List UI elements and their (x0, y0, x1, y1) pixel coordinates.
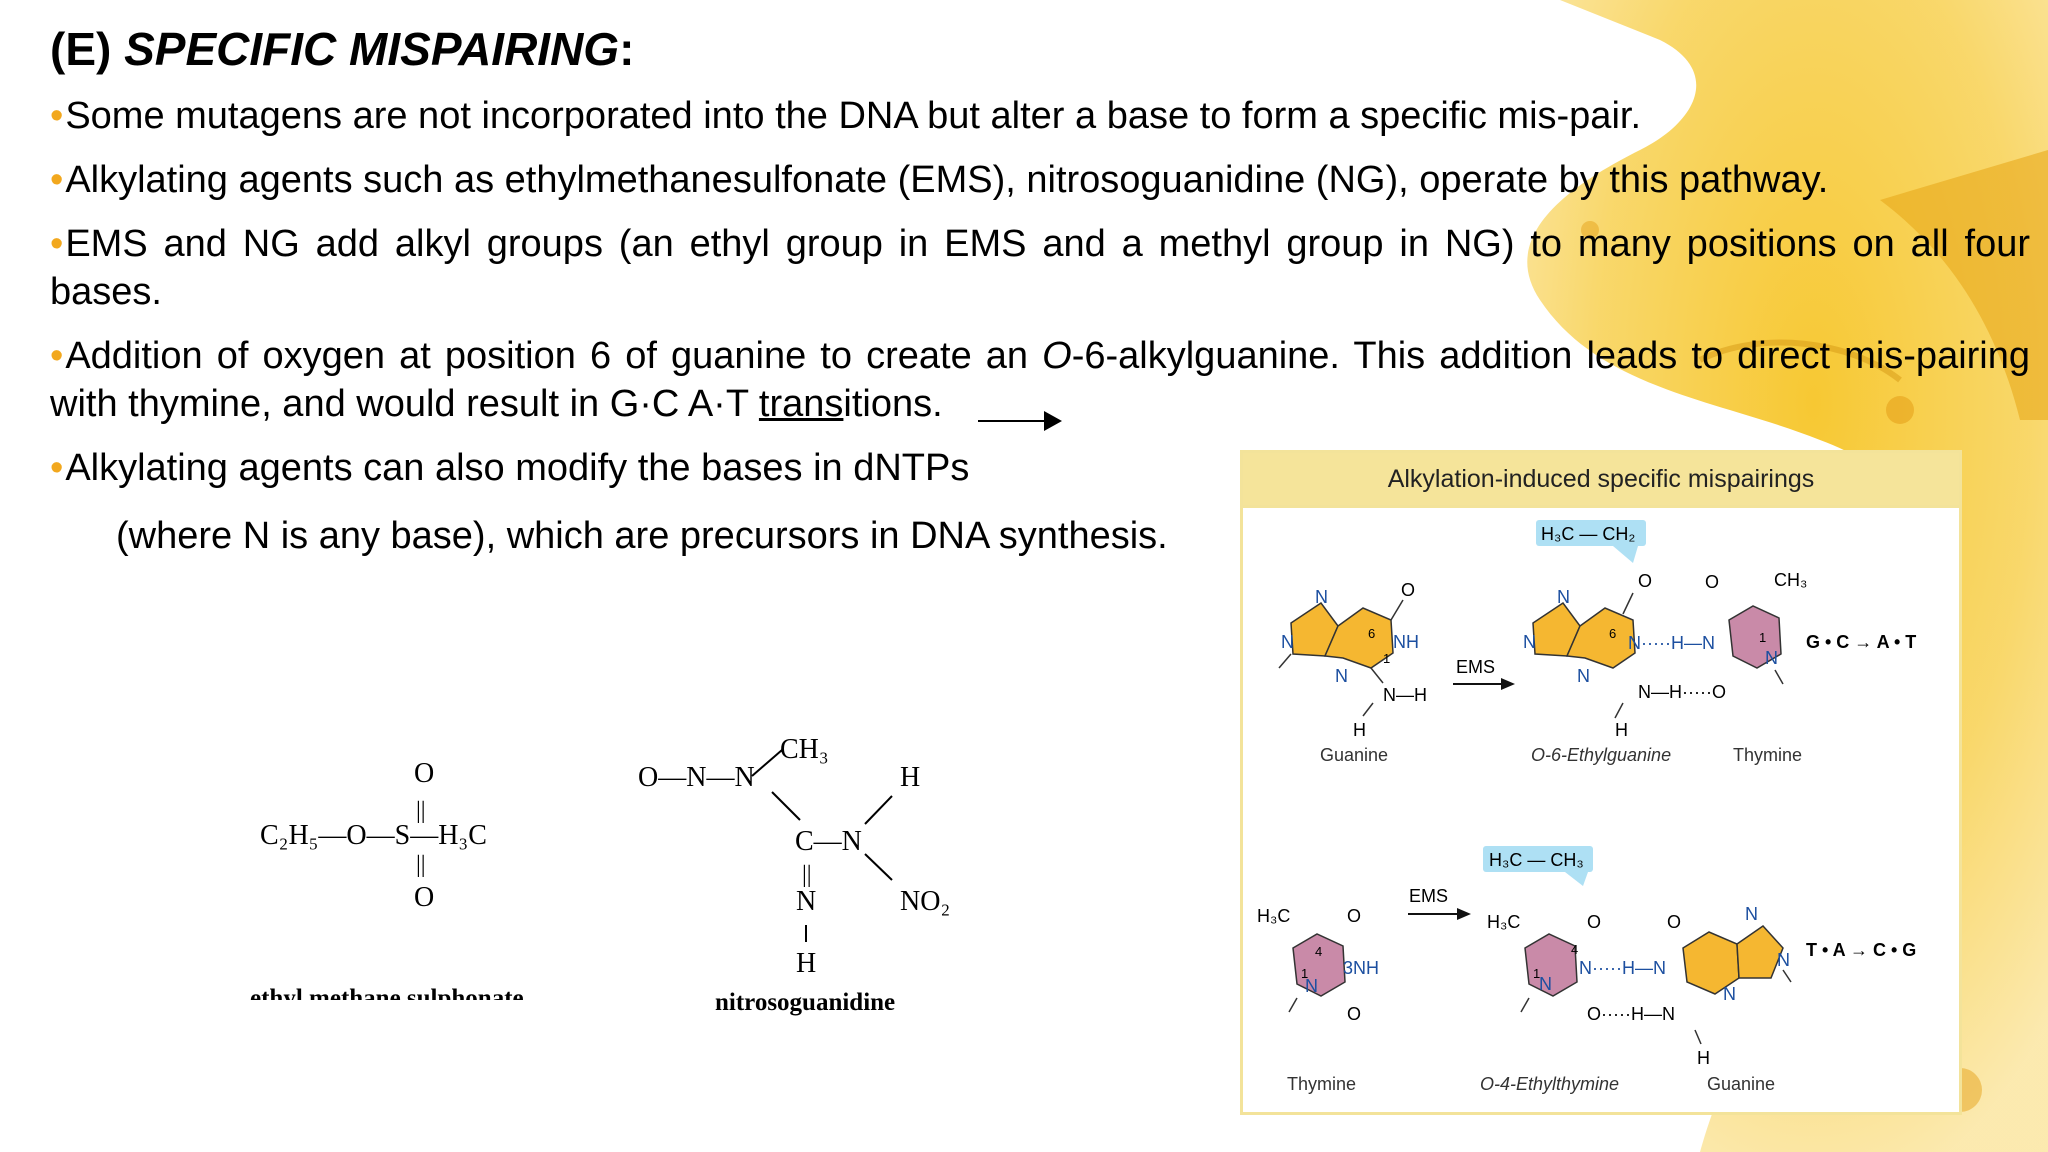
svg-text:6: 6 (1368, 626, 1375, 641)
svg-text:6: 6 (1609, 626, 1616, 641)
svg-text:O-6-Ethylguanine: O-6-Ethylguanine (1531, 745, 1671, 765)
svg-text:N: N (1539, 974, 1552, 994)
svg-text:N: N (1315, 587, 1328, 607)
svg-text:NO₂: NO₂ (900, 886, 950, 917)
bullet-2: •Alkylating agents such as ethylmethanes… (50, 159, 1829, 201)
svg-text:H₃C — CH₃: H₃C — CH₃ (1489, 850, 1584, 870)
guanine-bottom: O N N N H T • A → C • G Guanine (1667, 904, 1916, 1094)
svg-text:O: O (1667, 912, 1681, 932)
bullet-3: •EMS and NG add alkyl groups (an ethyl g… (50, 223, 2030, 313)
svg-text:NH: NH (1393, 632, 1419, 652)
svg-text:N: N (1723, 984, 1736, 1004)
svg-text:EMS: EMS (1456, 657, 1495, 677)
slide-title: (E) SPECIFIC MISPAIRING: (50, 23, 635, 75)
svg-text:C—N: C—N (795, 826, 862, 857)
bullet-5-continuation: (where N is any base), which are precurs… (116, 515, 1168, 557)
ng-caption: nitrosoguanidine (715, 989, 895, 1016)
svg-text:N: N (1557, 587, 1570, 607)
svg-text:4: 4 (1571, 942, 1578, 957)
svg-text:N: N (1335, 666, 1348, 686)
o4-ethylthymine: H₃C — CH₃ H₃C O 4 N·····H—N N 1 O·····H—… (1480, 846, 1675, 1094)
svg-text:N: N (796, 886, 816, 917)
svg-text:O·····H—N: O·····H—N (1587, 1004, 1675, 1024)
o6-ethylguanine: H₃C — CH₂ O N N N 6 N·····H—N N—H·····O … (1523, 520, 1726, 740)
svg-text:Guanine: Guanine (1320, 745, 1388, 765)
svg-text:O: O (1347, 906, 1361, 926)
svg-text:O: O (414, 882, 434, 913)
svg-text:H₃C: H₃C (1257, 906, 1290, 926)
thymine-bottom: H₃C O 4 3NH N 1 O Thymine (1257, 906, 1379, 1094)
svg-text:EMS: EMS (1409, 886, 1448, 906)
svg-text:N: N (1523, 632, 1536, 652)
svg-text:||: || (416, 798, 426, 824)
transition-arrow-icon (978, 411, 1062, 431)
svg-text:1: 1 (1533, 966, 1540, 981)
svg-text:T • A → C • G: T • A → C • G (1806, 940, 1916, 960)
svg-text:O: O (1587, 912, 1601, 932)
svg-text:N: N (1577, 666, 1590, 686)
svg-text:H: H (1615, 720, 1628, 740)
svg-text:Guanine: Guanine (1707, 1074, 1775, 1094)
bullet-4: •Addition of oxygen at position 6 of gua… (50, 335, 2031, 425)
svg-text:O: O (1638, 571, 1652, 591)
svg-text:CH₃: CH₃ (1774, 570, 1807, 590)
svg-text:H₃C — CH₂: H₃C — CH₂ (1541, 524, 1635, 544)
svg-text:Thymine: Thymine (1733, 745, 1802, 765)
svg-text:1: 1 (1301, 966, 1308, 981)
bullet-1: •Some mutagens are not incorporated into… (50, 95, 1641, 137)
thymine-top: O CH₃ N 1 G • C → A • T Thymine O-6-Ethy… (1531, 570, 1916, 765)
svg-text:H: H (796, 948, 816, 979)
bullet-list: •Some mutagens are not incorporated into… (50, 92, 2030, 508)
ems-caption: ethyl methane sulphonate (250, 985, 524, 1000)
figure-diagram: N N N NH O 6 1 N—H H Guanine EMS H₃C — C… (1257, 520, 1916, 1094)
slide-title-emphasis: SPECIFIC MISPAIRING (124, 23, 620, 75)
svg-text:O: O (1347, 1004, 1361, 1024)
svg-text:N—H: N—H (1383, 685, 1427, 705)
svg-text:G • C → A • T: G • C → A • T (1806, 632, 1916, 652)
svg-text:O-4-Ethylthymine: O-4-Ethylthymine (1480, 1074, 1619, 1094)
svg-text:O: O (414, 758, 434, 789)
svg-text:O—N—N: O—N—N (638, 762, 755, 793)
mispairing-figure: Alkylation-induced specific mispairings … (1240, 450, 1962, 1115)
bullet-5: •Alkylating agents can also modify the b… (50, 447, 970, 489)
svg-text:CH₃: CH₃ (780, 734, 829, 765)
svg-text:N·····H—N: N·····H—N (1628, 633, 1715, 653)
svg-text:||: || (802, 862, 812, 888)
ng-structure: O—N—N CH₃ C—N H NO₂ || N H nitrosoguanid… (638, 734, 950, 1016)
svg-text:1: 1 (1759, 630, 1766, 645)
svg-text:4: 4 (1315, 944, 1322, 959)
svg-text:N·····H—N: N·····H—N (1579, 958, 1666, 978)
svg-text:O: O (1401, 580, 1415, 600)
svg-text:N: N (1745, 904, 1758, 924)
svg-text:N: N (1305, 976, 1318, 996)
svg-text:Thymine: Thymine (1287, 1074, 1356, 1094)
svg-text:N: N (1281, 632, 1294, 652)
svg-text:H: H (1697, 1048, 1710, 1068)
svg-text:N—H·····O: N—H·····O (1638, 682, 1726, 702)
guanine-top: N N N NH O 6 1 N—H H Guanine (1278, 580, 1427, 765)
svg-text:O: O (1705, 572, 1719, 592)
svg-text:N: N (1765, 648, 1778, 668)
svg-text:H: H (1353, 720, 1366, 740)
svg-text:H: H (900, 762, 920, 793)
svg-text:1: 1 (1383, 651, 1390, 666)
svg-text:N: N (1777, 950, 1790, 970)
svg-text:C₂H₅—O—S—H₃C: C₂H₅—O—S—H₃C (260, 820, 487, 851)
svg-text:3NH: 3NH (1343, 958, 1379, 978)
svg-text:H₃C: H₃C (1487, 912, 1520, 932)
svg-text:||: || (416, 852, 426, 878)
figure-title: Alkylation-induced specific mispairings (1243, 453, 1959, 508)
ems-structure: O || C₂H₅—O—S—H₃C || O ethyl methane sul… (250, 758, 524, 1000)
